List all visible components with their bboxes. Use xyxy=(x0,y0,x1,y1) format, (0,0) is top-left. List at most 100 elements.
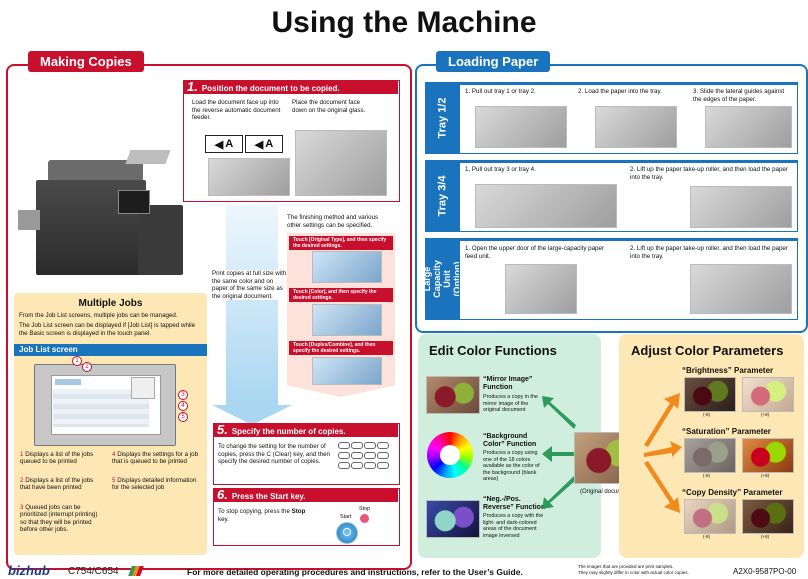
edit-color-heading: Edit Color Functions xyxy=(429,343,557,358)
callout-5: 5 xyxy=(178,412,188,422)
tray12-step1: 1. Pull out tray 1 or tray 2. xyxy=(465,88,536,95)
adjust-color-heading: Adjust Color Parameters xyxy=(631,343,784,358)
job-item-4-num: 4 xyxy=(112,451,116,458)
footer-reference: For more detailed operating procedures a… xyxy=(187,567,523,577)
brightness-plus-photo xyxy=(742,377,794,412)
tray12-tab: Tray 1/2 xyxy=(425,82,459,154)
tray12-step3: 3. Slide the lateral guides against the … xyxy=(693,88,785,103)
sub-step-4: Touch [Duplex/Combine], and then specify… xyxy=(289,341,393,355)
step6-header: 6.Press the Start key. xyxy=(213,488,398,502)
step1-header: 1.Position the document to be copied. xyxy=(183,80,398,94)
arrow-to-background xyxy=(542,446,576,462)
step6-title: Press the Start key. xyxy=(231,492,306,501)
job-item-2-num: 2 xyxy=(20,477,24,484)
lcu-tab: Large Capacity Unit (Option) xyxy=(422,238,462,320)
job-item-2-text: Displays a list of the jobs that have be… xyxy=(20,477,94,492)
glass-photo xyxy=(295,130,387,196)
saturation-plus-photo xyxy=(742,438,794,473)
brand-logo: bizhub xyxy=(8,563,50,578)
mirror-image-name: “Mirror Image” Function xyxy=(483,376,533,391)
density-plus-label: (+8) xyxy=(761,534,770,539)
job-item-1: 1 Displays a list of the jobs queued to … xyxy=(20,451,100,466)
model-name: C754/C654 xyxy=(68,566,119,577)
job-list-screen xyxy=(34,364,176,446)
step1-number: 1. xyxy=(187,79,198,94)
arrow-to-density xyxy=(644,461,680,513)
original-document-label: (Original document) xyxy=(580,489,633,495)
tray12-tab-label: Tray 1/2 xyxy=(436,97,449,139)
print-note: Print copies at full size with the same … xyxy=(212,270,290,301)
job-item-1-num: 1 xyxy=(20,451,24,458)
saturation-name: “Saturation” Parameter xyxy=(682,427,771,436)
density-minus-label: (-8) xyxy=(703,534,710,539)
doc-key-a-left: ◀A xyxy=(205,135,243,153)
tray34-photo2 xyxy=(690,186,792,228)
start-label: Start xyxy=(340,514,352,520)
page-title: Using the Machine xyxy=(271,6,537,39)
making-copies-heading: Making Copies xyxy=(28,51,144,72)
mirror-image-desc: Produces a copy in the mirror image of t… xyxy=(483,394,538,414)
neg-pos-photo xyxy=(426,500,480,538)
job-item-5-text: Displays detailed information for the se… xyxy=(112,477,197,492)
tray12-photo1 xyxy=(475,106,567,148)
adjust-arrows xyxy=(644,393,682,513)
arrow-to-saturation xyxy=(644,441,682,457)
finishing-arrow-head xyxy=(285,385,397,397)
footer-disclaimer-1: The images that are provided are print s… xyxy=(578,564,674,569)
doc-key-a1: A xyxy=(225,138,234,150)
job-item-1-text: Displays a list of the jobs queued to be… xyxy=(20,451,94,466)
job-item-4: 4 Displays the settings for a job that i… xyxy=(112,451,202,466)
callout-2: 2 xyxy=(82,362,92,372)
lcu-step2: 2. Lift up the paper take-up roller, and… xyxy=(630,245,788,260)
keypad-illustration xyxy=(338,442,393,478)
background-color-center xyxy=(440,445,460,465)
job-item-2: 2 Displays a list of the jobs that have … xyxy=(20,477,100,492)
step5-header: 5.Specify the number of copies. xyxy=(213,423,398,437)
sub-step-3-text: Touch [Color], and then specify the desi… xyxy=(293,289,377,301)
copier-illustration xyxy=(18,150,193,290)
job-item-3: 3 Queued jobs can be prioritized (interr… xyxy=(20,504,100,534)
step5-text: To change the setting for the number of … xyxy=(218,443,330,466)
tray34-tab-label: Tray 3/4 xyxy=(436,175,449,217)
tray12-step2: 2. Load the paper into the tray. xyxy=(578,88,662,95)
step1-title: Position the document to be copied. xyxy=(201,84,340,93)
sub-step-2: Touch [Original Type], and then specify … xyxy=(289,236,393,250)
job-item-3-text: Queued jobs can be prioritized (interrup… xyxy=(20,504,98,534)
multiple-jobs-intro2: The Job List screen can be displayed if … xyxy=(19,322,196,337)
doc-key-a-right: ◀A xyxy=(245,135,283,153)
step5-title: Specify the number of copies. xyxy=(231,427,346,436)
sub-step-4-text: Touch [Duplex/Combine], and then specify… xyxy=(293,342,376,354)
tray34-step2: 2. Lift up the paper take-up roller, and… xyxy=(630,166,788,181)
step6-text: To stop copying, press the Stop key. xyxy=(218,508,308,523)
mirror-image-photo xyxy=(426,376,480,414)
job-item-5: 5 Displays detailed information for the … xyxy=(112,477,202,492)
stop-key[interactable] xyxy=(360,514,369,523)
flow-arrow-head xyxy=(212,405,292,425)
tray12-photo3 xyxy=(705,106,792,148)
brightness-minus-photo xyxy=(684,377,736,412)
tray34-photo1 xyxy=(475,184,617,228)
tray12-photo2 xyxy=(595,106,677,148)
density-plus-photo xyxy=(742,499,794,534)
step6-number: 6. xyxy=(217,487,228,502)
callout-4: 4 xyxy=(178,401,188,411)
start-icon xyxy=(343,528,351,536)
part-number: A2X0-9587PO-00 xyxy=(733,567,797,576)
footer-disclaimer-2: They may slightly differ in color with a… xyxy=(578,570,689,575)
step6-text-prefix: To stop copying, press the xyxy=(218,508,292,515)
saturation-plus-label: (+8) xyxy=(761,473,770,478)
lcu-step1: 1. Open the upper door of the large-capa… xyxy=(465,245,604,260)
sub-step-2-screen xyxy=(312,251,382,283)
copy-density-name: “Copy Density” Parameter xyxy=(682,488,783,497)
making-copies-panel xyxy=(6,64,412,570)
loading-paper-heading: Loading Paper xyxy=(436,51,551,72)
finishing-note: The finishing method and various other s… xyxy=(287,214,379,229)
arrow-to-brightness xyxy=(644,393,680,447)
step6-text-suffix: key. xyxy=(218,515,229,523)
job-list-label-bar xyxy=(14,344,207,356)
job-list-label: Job List screen xyxy=(19,345,78,354)
background-color-name: “Background Color” Function xyxy=(483,433,537,448)
sub-step-4-screen xyxy=(312,357,382,385)
sub-step-2-text: Touch [Original Type], and then specify … xyxy=(293,237,387,249)
multiple-jobs-heading: Multiple Jobs xyxy=(78,298,143,309)
